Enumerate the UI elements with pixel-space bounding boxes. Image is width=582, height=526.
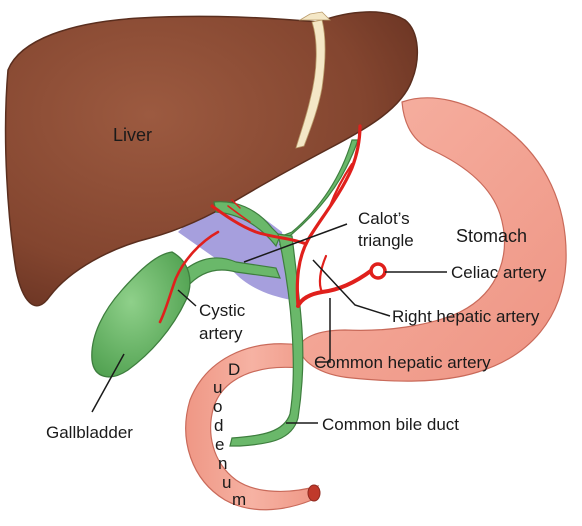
label-cystic-2: artery <box>199 324 243 343</box>
label-gallbladder: Gallbladder <box>46 423 133 442</box>
duodenum-letter: u <box>222 473 231 492</box>
duodenum-letter: m <box>232 490 246 509</box>
duodenum-letter: D <box>228 360 240 379</box>
label-celiac-artery: Celiac artery <box>451 263 547 282</box>
gallbladder <box>92 252 190 377</box>
label-calots-2: triangle <box>358 231 414 250</box>
duodenum-lumen <box>308 485 320 501</box>
common-hepatic-artery-vessel <box>298 270 372 306</box>
duodenum-letter: e <box>215 435 224 454</box>
celiac-artery-origin <box>371 264 385 278</box>
label-common-hepatic-artery: Common hepatic artery <box>314 353 491 372</box>
label-calots-1: Calot’s <box>358 209 410 228</box>
label-cystic-1: Cystic <box>199 301 246 320</box>
duodenum-letter: d <box>214 416 223 435</box>
label-liver: Liver <box>113 125 152 145</box>
falciform-notch <box>300 12 330 20</box>
label-right-hepatic-artery: Right hepatic artery <box>392 307 540 326</box>
duodenum-letter: o <box>213 397 222 416</box>
label-common-bile-duct: Common bile duct <box>322 415 459 434</box>
label-stomach: Stomach <box>456 226 527 246</box>
duodenum-letter: n <box>218 454 227 473</box>
duodenum-letter: u <box>213 378 222 397</box>
